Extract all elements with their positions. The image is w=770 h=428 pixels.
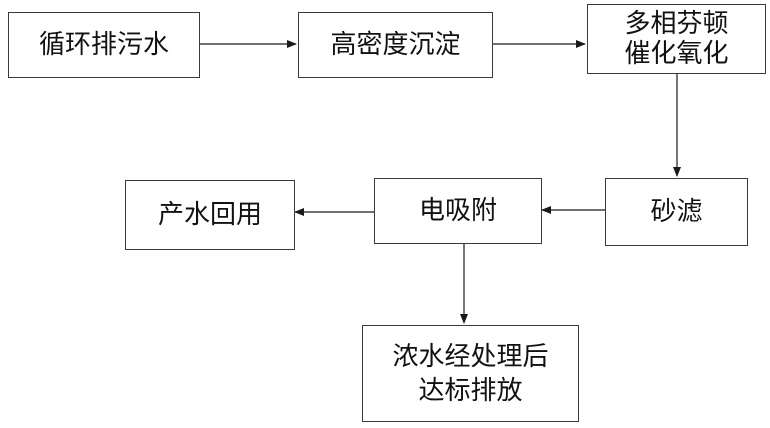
node-label-line: 循环排污水 [38,30,169,60]
node-label-line: 电吸附 [418,196,497,226]
node-label-line: 多相芬顿 [624,9,729,39]
node-produced-water-reuse: 产水回用 [125,180,295,250]
node-label-line: 砂滤 [650,197,703,227]
node-label-line: 达标排放 [418,375,523,406]
node-label-line: 高密度沉淀 [330,30,461,60]
node-label-line: 产水回用 [157,200,262,230]
node-label-line: 浓水经处理后 [392,341,549,372]
node-high-density-sedimentation: 高密度沉淀 [298,12,493,78]
node-electro-adsorption: 电吸附 [374,178,542,244]
node-concentrate-treated-discharge: 浓水经处理后 达标排放 [362,325,579,422]
node-label-line: 催化氧化 [624,39,729,69]
node-sand-filtration: 砂滤 [605,178,748,246]
node-multiphase-fenton-oxidation: 多相芬顿 催化氧化 [587,4,766,74]
node-circulating-discharge-water: 循环排污水 [8,12,200,78]
